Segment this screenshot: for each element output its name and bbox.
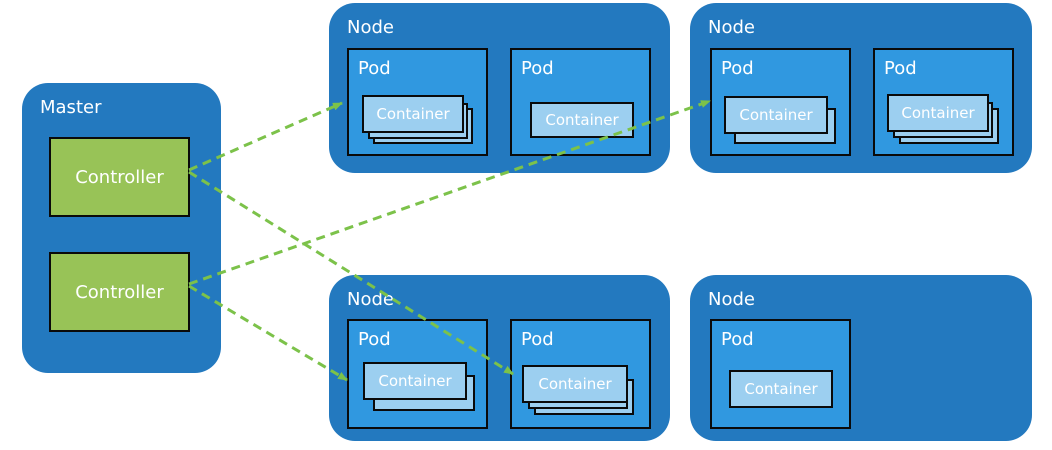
pod-title: Pod <box>358 58 391 79</box>
container: Container <box>362 95 464 133</box>
pod-title: Pod <box>721 58 754 79</box>
node-1-pod-2: Pod Container <box>510 48 651 156</box>
pod-title: Pod <box>884 58 917 79</box>
container: Container <box>729 370 833 408</box>
container: Container <box>887 94 989 132</box>
node-3: Node Pod Container Pod Container <box>329 275 670 441</box>
container: Container <box>530 102 634 138</box>
node-1-title: Node <box>347 17 394 38</box>
node-4-title: Node <box>708 289 755 310</box>
node-2-title: Node <box>708 17 755 38</box>
node-4-pod-1: Pod Container <box>710 319 851 429</box>
pod-title: Pod <box>521 58 554 79</box>
pod-title: Pod <box>358 329 391 350</box>
node-2-pod-1: Pod Container <box>710 48 851 156</box>
container: Container <box>724 96 828 134</box>
node-1-pod-1: Pod Container <box>347 48 488 156</box>
node-2-pod-2: Pod Container <box>873 48 1014 156</box>
master-region: Master Controller Controller <box>22 83 221 373</box>
controller-2: Controller <box>49 252 190 332</box>
node-4: Node Pod Container <box>690 275 1032 441</box>
container: Container <box>522 365 628 403</box>
node-3-pod-1: Pod Container <box>347 319 488 429</box>
pod-title: Pod <box>721 329 754 350</box>
node-3-title: Node <box>347 289 394 310</box>
node-1: Node Pod Container Pod Container <box>329 3 670 173</box>
container: Container <box>363 362 467 400</box>
master-title: Master <box>40 97 102 118</box>
pod-title: Pod <box>521 329 554 350</box>
node-2: Node Pod Container Pod Container <box>690 3 1032 173</box>
node-3-pod-2: Pod Container <box>510 319 651 429</box>
controller-1: Controller <box>49 137 190 217</box>
